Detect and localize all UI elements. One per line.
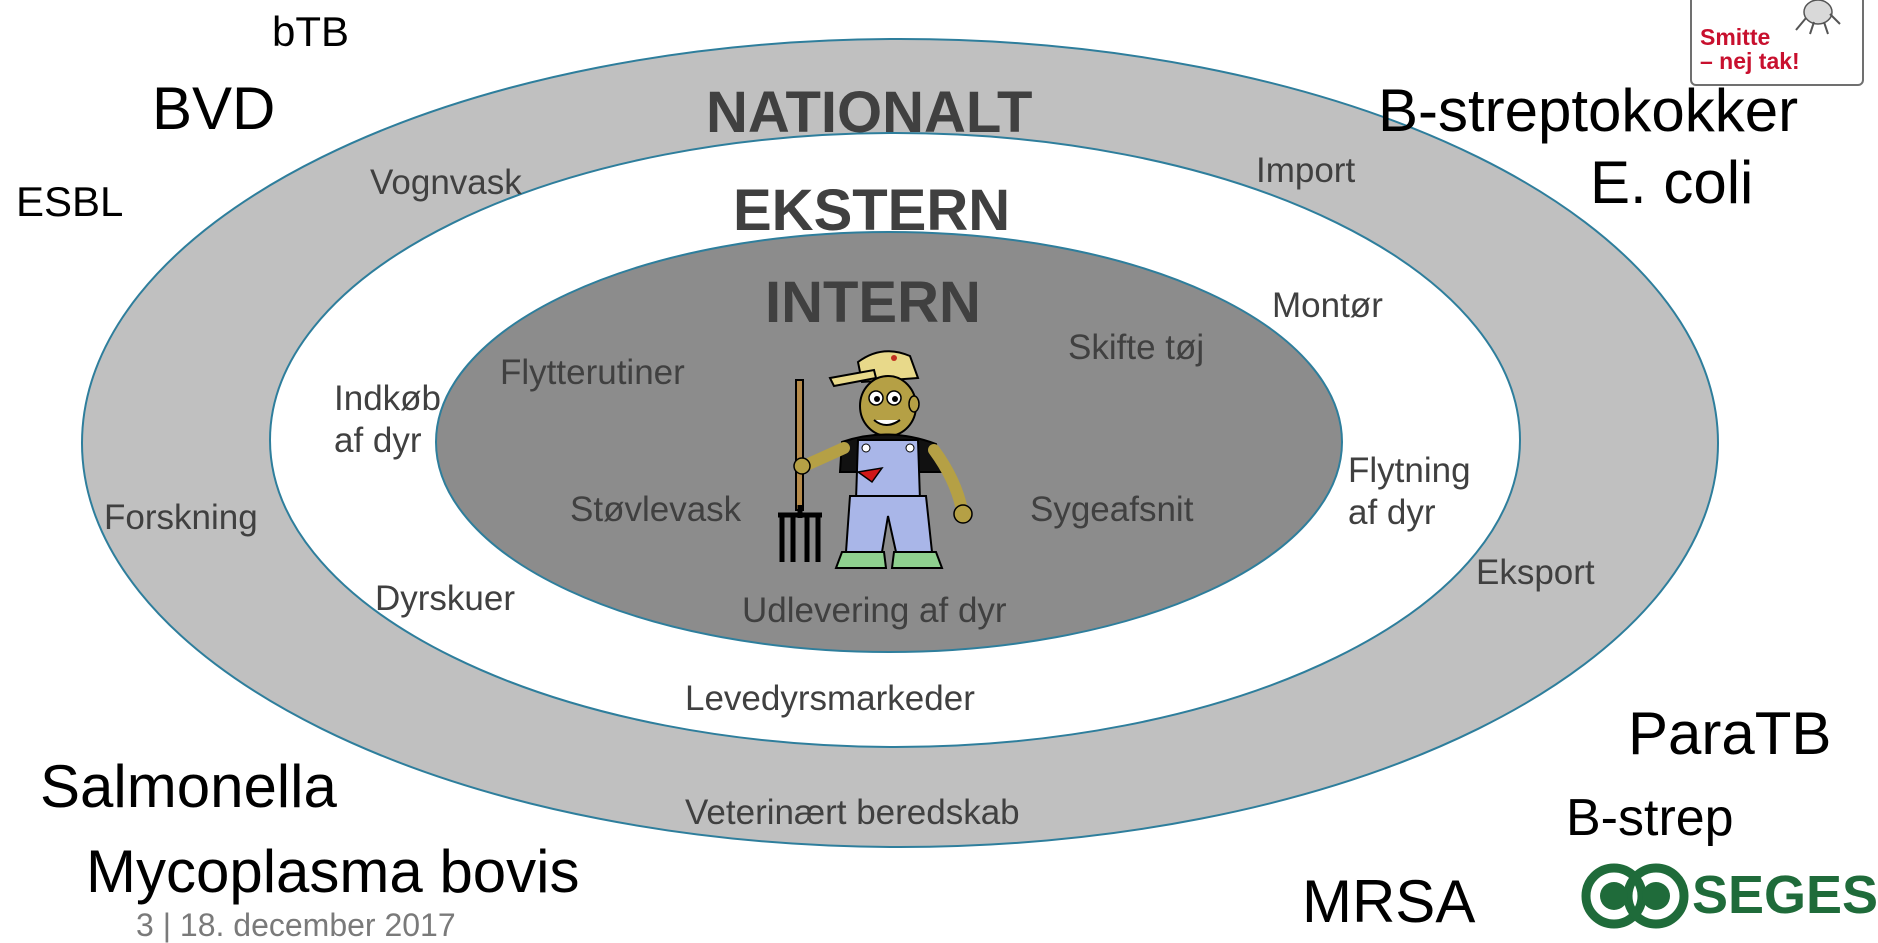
smitte-nej-tak-logo: Smitte – nej tak! (1690, 0, 1864, 86)
label-flytterutiner: Flytterutiner (500, 353, 685, 392)
slide: NATIONALT EKSTERN INTERN Flytterutiner S… (16, 0, 1878, 941)
ring-title-ekstern: EKSTERN (733, 178, 1011, 243)
disease-btb: bTB (272, 8, 350, 55)
seges-wordmark: SEGES (1692, 865, 1878, 925)
label-veterinaert-beredskab: Veterinært beredskab (685, 793, 1020, 832)
smitte-logo-line2: – nej tak! (1700, 48, 1800, 74)
disease-paratb: ParaTB (1628, 700, 1832, 767)
disease-esbl: ESBL (16, 178, 124, 225)
label-stovlevask: Støvlevask (570, 490, 742, 529)
label-flytning-af-dyr: Flytning af dyr (1348, 451, 1471, 532)
disease-mrsa: MRSA (1302, 868, 1476, 935)
label-montor: Montør (1272, 286, 1383, 325)
ring-title-intern: INTERN (765, 270, 981, 335)
label-eksport: Eksport (1476, 553, 1595, 592)
label-sygeafsnit: Sygeafsnit (1030, 490, 1194, 529)
label-forskning: Forskning (104, 498, 258, 537)
label-skifte-toj: Skifte tøj (1068, 328, 1205, 367)
label-vognvask: Vognvask (370, 163, 522, 202)
disease-b-streptokokker: B-streptokokker (1378, 77, 1799, 144)
smitte-logo-line1: Smitte (1700, 24, 1771, 50)
disease-b-strep: B-strep (1566, 789, 1734, 847)
label-dyrskuer: Dyrskuer (375, 579, 516, 618)
disease-e-coli: E. coli (1590, 149, 1754, 216)
seges-logo: SEGES (1580, 862, 1878, 930)
label-udlevering: Udlevering af dyr (742, 591, 1007, 630)
ring-title-nationalt: NATIONALT (706, 80, 1033, 145)
label-import: Import (1256, 151, 1356, 190)
seges-rings-icon (1581, 863, 1689, 929)
label-indkob-af-dyr: Indkøb af dyr (334, 379, 441, 460)
disease-mycoplasma-bovis: Mycoplasma bovis (86, 838, 580, 905)
farmer-with-pitchfork-icon (778, 350, 973, 569)
label-levedyrsmarkeder: Levedyrsmarkeder (685, 679, 975, 718)
bug-icon (1795, 0, 1841, 35)
slide-footer: 3 | 18. december 2017 (136, 907, 456, 943)
disease-salmonella: Salmonella (40, 753, 337, 820)
disease-bvd: BVD (152, 75, 276, 142)
